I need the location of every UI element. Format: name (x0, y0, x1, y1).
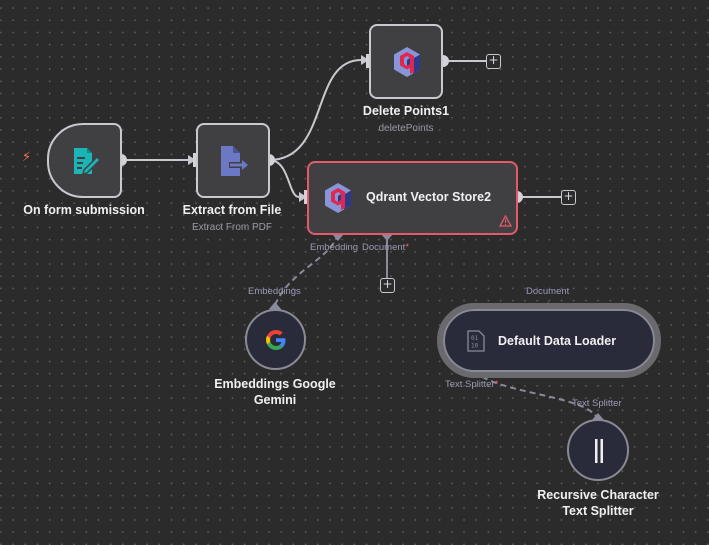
port-label-embedding: Embedding (310, 242, 359, 253)
arrow-head (188, 155, 196, 165)
node-title: Recursive Character Text Splitter (537, 488, 659, 518)
trigger-bolt-icon: ⚡ (22, 150, 32, 165)
port-label-embeddings: Embeddings (248, 286, 301, 297)
node-default-data-loader[interactable]: 01 10 Default Data Loader (443, 309, 655, 372)
node-title: Delete Points1 (362, 104, 450, 118)
google-icon (266, 330, 286, 350)
port-label-document: Document (526, 286, 570, 297)
add-node-button[interactable]: + (486, 54, 501, 69)
node-subtitle: deletePoints (378, 123, 434, 134)
add-node-button[interactable]: + (561, 190, 576, 205)
node-title: Qdrant Vector Store2 (366, 190, 492, 204)
port-label-text-splitter: Text Splitter* (445, 379, 499, 390)
svg-text:01: 01 (471, 335, 479, 342)
port-label-document: Document* (362, 242, 410, 253)
node-subtitle: Extract From PDF (191, 222, 272, 233)
binary-file-icon: 01 10 (467, 330, 485, 352)
required-marker: * (494, 379, 499, 390)
arrow-head (361, 55, 369, 65)
splitter-bars-icon (595, 439, 603, 463)
qdrant-icon (394, 47, 420, 77)
node-extract-from-file[interactable] (196, 123, 270, 198)
node-title: Extract from File (182, 203, 282, 217)
input-handle[interactable] (193, 153, 198, 167)
input-handle[interactable] (304, 190, 309, 204)
node-recursive-character-text-splitter[interactable] (567, 419, 629, 481)
add-document-button[interactable]: + (380, 278, 395, 293)
required-marker: * (405, 242, 410, 253)
file-export-icon (221, 146, 248, 176)
edge-splitter-to-loader[interactable] (473, 370, 599, 421)
node-title: Embeddings Google Gemini (214, 377, 336, 407)
node-qdrant-vector-store[interactable]: Qdrant Vector Store2 (307, 161, 518, 235)
node-embeddings-google-gemini[interactable] (245, 309, 306, 370)
port-label-text-splitter: Text Splitter (572, 398, 622, 409)
selection-ring (437, 303, 661, 378)
input-handle[interactable] (366, 54, 371, 68)
warning-icon[interactable] (499, 215, 512, 227)
edge-extract-to-qdrant[interactable] (268, 159, 300, 198)
edge-extract-to-delete-points[interactable] (268, 59, 362, 161)
form-edit-icon (74, 148, 101, 176)
svg-text:10: 10 (471, 343, 479, 350)
edge-embeddings-to-qdrant[interactable] (274, 233, 339, 306)
node-title: On form submission (23, 203, 145, 217)
node-title: Default Data Loader (498, 334, 617, 348)
arrow-head (299, 192, 307, 202)
node-delete-points[interactable] (369, 24, 443, 99)
qdrant-icon (325, 183, 351, 213)
node-on-form-submission[interactable] (47, 123, 122, 198)
